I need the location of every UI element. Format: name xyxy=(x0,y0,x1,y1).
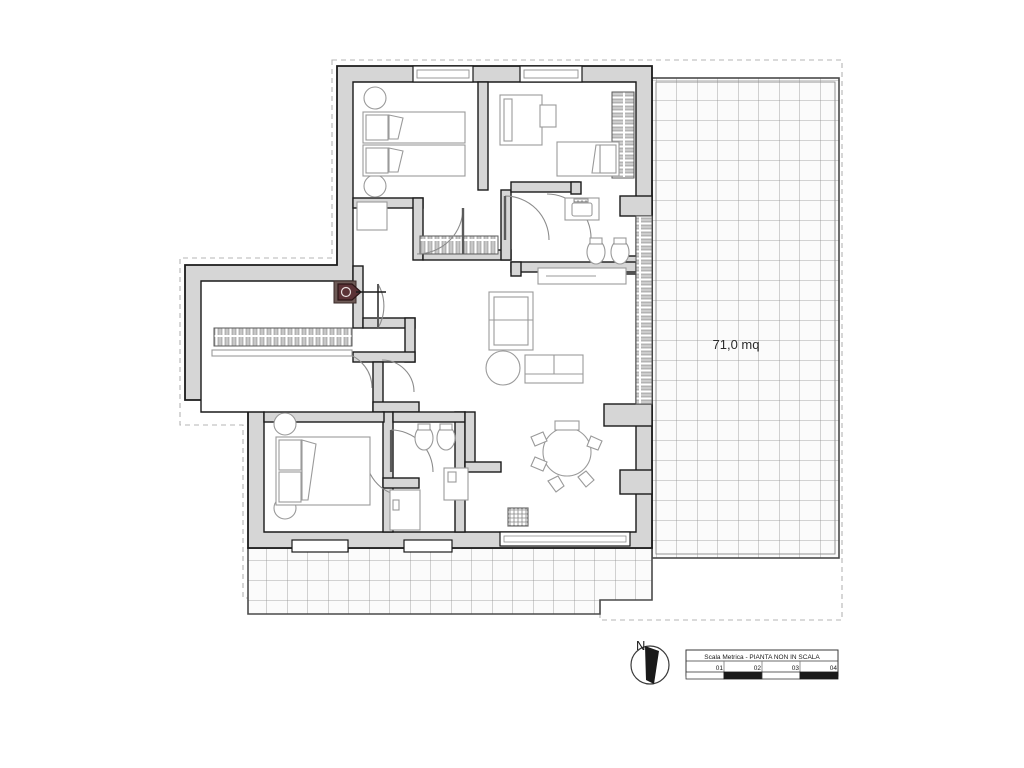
nightstand-round xyxy=(363,174,387,198)
dining-chair xyxy=(577,470,595,488)
wardrobe-1 xyxy=(356,201,388,231)
furniture-bathroom-main xyxy=(537,197,630,285)
scale-tick-04: 04 xyxy=(830,665,838,672)
entry-point-marker xyxy=(333,280,386,304)
scale-tick-01: 01 xyxy=(716,665,724,672)
furniture-living-room xyxy=(485,291,584,386)
scale-tick-03: 03 xyxy=(792,665,800,672)
coffee-table xyxy=(485,350,521,386)
north-arrow: N xyxy=(630,638,670,685)
windows xyxy=(213,65,653,553)
furniture-bedroom-master xyxy=(273,412,371,520)
furniture-bedroom-twin xyxy=(356,86,466,231)
furniture-bedroom-single xyxy=(499,94,620,177)
wc-1 xyxy=(586,237,606,265)
dining-chair xyxy=(530,456,548,472)
nightstand-round xyxy=(273,412,297,436)
scale-bar-blocks xyxy=(685,671,839,680)
internal-walls xyxy=(263,81,637,533)
dining-chair xyxy=(547,475,565,493)
scale-bar: Scala Metrica - PIANTA NON IN SCALA 01 0… xyxy=(685,649,839,680)
terrace-area-label: 71,0 mq xyxy=(713,337,760,352)
dining-table xyxy=(542,427,592,477)
scale-bar-title: Scala Metrica - PIANTA NON IN SCALA xyxy=(704,654,820,661)
dining-chair xyxy=(530,431,548,447)
dining-chair xyxy=(586,435,603,451)
north-arrow-label: N xyxy=(636,638,645,653)
bidet-2 xyxy=(436,423,456,451)
furniture-dining xyxy=(530,420,603,493)
furniture-bathroom-second xyxy=(389,423,469,531)
terrace-east xyxy=(651,77,840,559)
furniture-hall xyxy=(211,349,353,357)
scale-tick-02: 02 xyxy=(754,665,762,672)
dining-chair xyxy=(554,420,580,431)
wc-2 xyxy=(414,423,434,451)
property-boundary xyxy=(179,59,843,621)
kitchen-hob xyxy=(507,507,529,527)
terrace-south xyxy=(247,547,653,615)
furniture-kitchen xyxy=(507,507,529,527)
tv-unit xyxy=(488,291,534,351)
nightstand-round xyxy=(363,86,387,110)
bidet-1 xyxy=(610,237,630,265)
